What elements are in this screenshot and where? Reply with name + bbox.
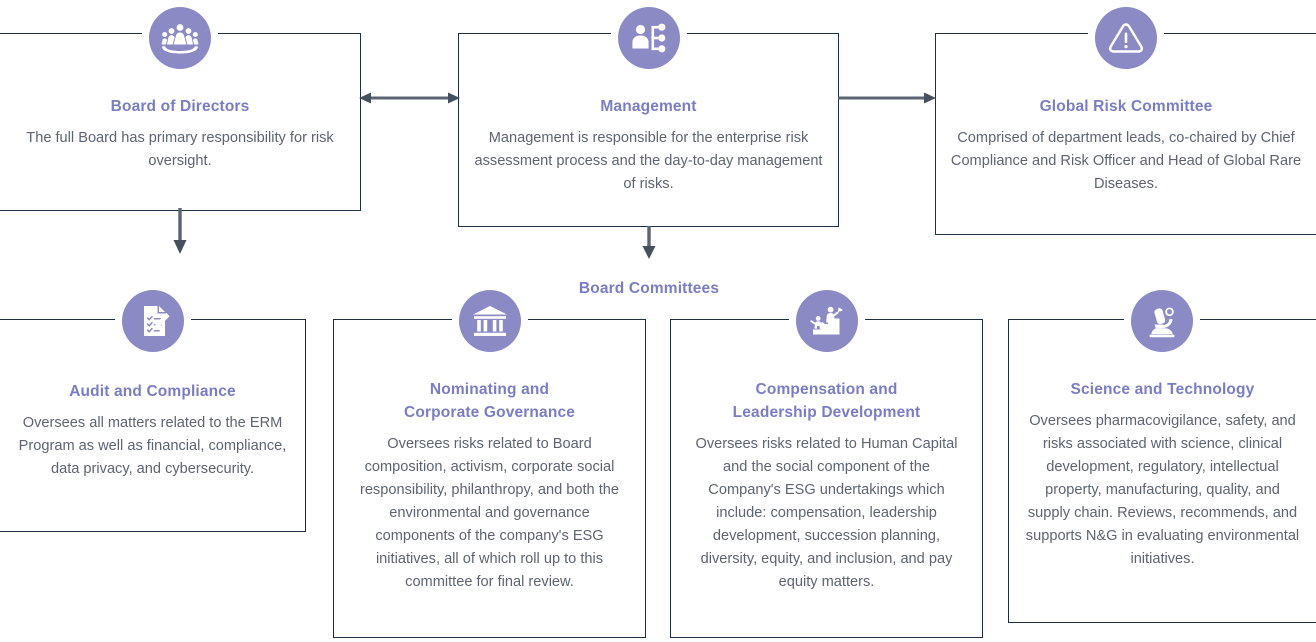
management-title: Management	[600, 98, 697, 115]
microscope-icon	[1131, 290, 1193, 352]
science-and-technology-body: Oversees pharmacovigilance, safety, and …	[1025, 413, 1300, 567]
board-of-directors-title: Board of Directors	[110, 98, 250, 115]
board-of-directors-body: The full Board has primary responsibilit…	[26, 130, 334, 169]
global-risk-committee-title: Global Risk Committee	[1039, 98, 1213, 115]
nominating-and-corporate-governance-box[interactable]: Nominating and Corporate Governance Over…	[333, 319, 646, 638]
nominating-title-line1: Nominating and	[429, 381, 550, 398]
science-and-technology-box[interactable]: Science and Technology Oversees pharmaco…	[1008, 319, 1316, 623]
management-body: Management is responsible for the enterp…	[474, 130, 823, 192]
audit-and-compliance-title: Audit and Compliance	[69, 383, 236, 400]
global-risk-committee-body: Comprised of department leads, co-chaire…	[950, 130, 1302, 192]
compensation-and-leadership-development-title: Compensation and Leadership Development	[685, 378, 968, 424]
compensation-and-leadership-development-body: Oversees risks related to Human Capital …	[695, 436, 958, 590]
science-and-technology-title: Science and Technology	[1070, 381, 1255, 398]
board-to-audit-arrow	[168, 208, 192, 254]
compensation-title-line2: Leadership Development	[732, 404, 921, 421]
audit-and-compliance-box[interactable]: Audit and Compliance Oversees all matter…	[0, 319, 306, 532]
management-to-committees-arrow	[637, 226, 661, 259]
compensation-and-leadership-development-box[interactable]: Compensation and Leadership Development …	[670, 319, 983, 638]
government-bank-building-icon	[459, 290, 521, 352]
nominating-title-line2: Corporate Governance	[404, 404, 575, 421]
nominating-and-corporate-governance-body: Oversees risks related to Board composit…	[359, 436, 620, 590]
board-of-directors-people-icon	[149, 7, 211, 69]
board-committees-label: Board Committees	[578, 280, 720, 297]
audit-and-compliance-body: Oversees all matters related to the ERM …	[18, 415, 287, 477]
nominating-and-corporate-governance-title: Nominating and Corporate Governance	[348, 378, 631, 424]
compensation-title-line1: Compensation and	[755, 381, 898, 398]
audit-checklist-document-icon	[122, 290, 184, 352]
people-climbing-stairs-icon	[796, 290, 858, 352]
board-management-bidirectional-arrow	[359, 86, 460, 110]
management-org-chart-icon	[618, 7, 680, 69]
management-global-risk-arrow	[838, 86, 936, 110]
warning-triangle-icon	[1095, 7, 1157, 69]
